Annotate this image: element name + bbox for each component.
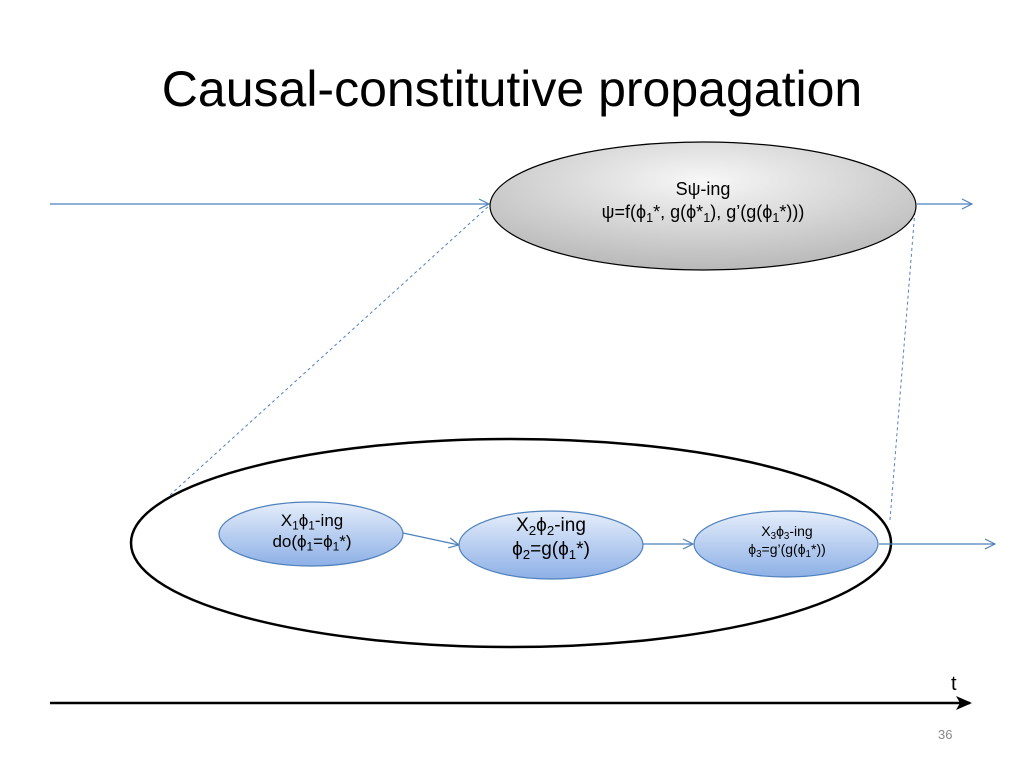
- dashed-link-right: [889, 209, 916, 521]
- node-x2-label: X2ϕ2-ing ϕ2=g(ϕ1*): [459, 514, 643, 562]
- slide-title: Causal-constitutive propagation: [161, 61, 863, 117]
- top-node-line2: ψ=f(ϕ1*, g(ϕ*1), g’(g(ϕ1*))): [601, 201, 805, 225]
- node-x3-ellipse: [693, 510, 879, 578]
- page-number: 36: [938, 727, 953, 742]
- node-x3-label: X3ϕ3-ing ϕ3=g’(g(ϕ1*)): [695, 523, 879, 560]
- node-x2-ellipse: [458, 510, 644, 580]
- top-node-ellipse: [489, 141, 917, 271]
- top-node-line1: Sψ-ing: [675, 179, 731, 199]
- node-x3-line2: ϕ3=g’(g(ϕ1*)): [748, 540, 826, 560]
- node-x1-label: X1ϕ1-ing do(ϕ1=ϕ1*): [220, 510, 404, 553]
- top-node-label: Sψ-ing ψ=f(ϕ1*, g(ϕ*1), g’(g(ϕ1*))): [490, 178, 916, 225]
- node-x2-line2: ϕ2=g(ϕ1*): [512, 538, 590, 562]
- node-x2-line1: X2ϕ2-ing: [516, 515, 586, 538]
- node-x3-line1: X3ϕ3-ing: [761, 523, 813, 542]
- node-x1-line2: do(ϕ1=ϕ1*): [272, 532, 352, 554]
- node-x1-ellipse: [218, 501, 404, 567]
- time-axis-label: t: [951, 673, 957, 695]
- container-ellipse: [129, 437, 893, 649]
- arrow-x1-to-x2: [402, 532, 459, 545]
- node-x1-line1: X1ϕ1-ing: [280, 511, 344, 533]
